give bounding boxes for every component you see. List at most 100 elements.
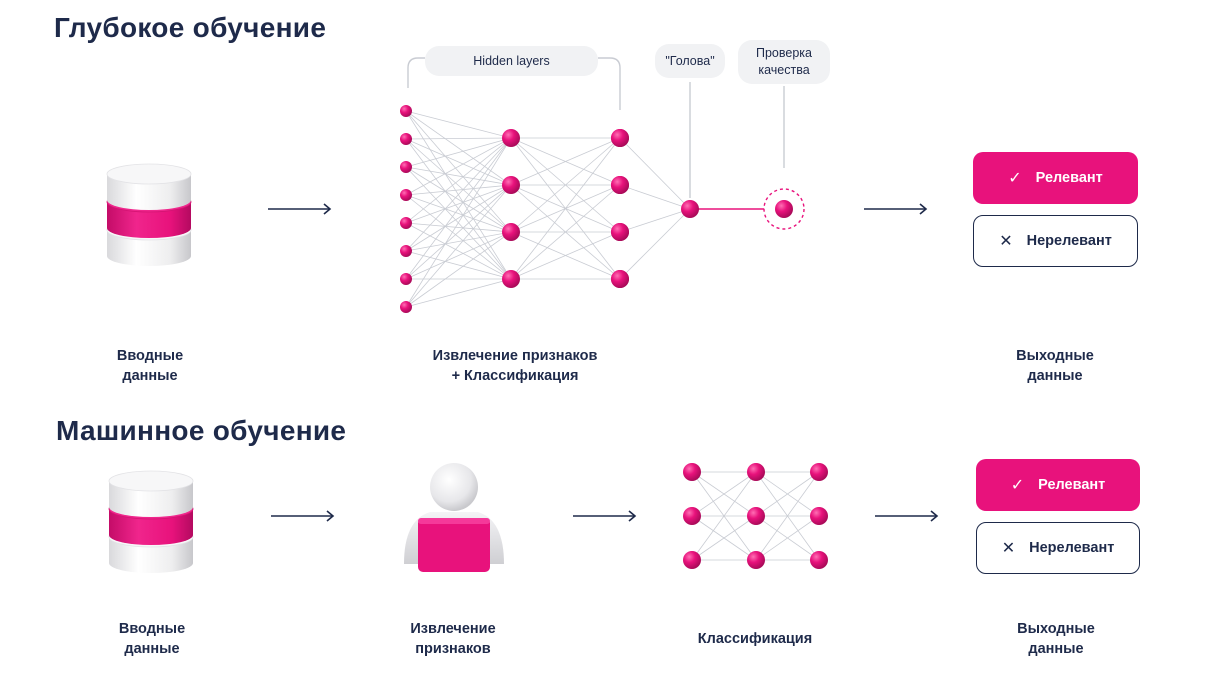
network-edge — [405, 231, 512, 308]
network-edge — [691, 515, 757, 561]
database-segment-base — [107, 218, 191, 238]
network-node — [502, 176, 520, 194]
network-node — [611, 223, 629, 241]
irrelevant-button[interactable]: ✕ Нерелевант — [973, 215, 1138, 267]
network-edge — [405, 222, 512, 233]
hidden-layers-label: Hidden layers — [425, 46, 598, 76]
ml-classify-label: Классификация — [697, 631, 813, 647]
network-edge — [405, 194, 512, 280]
relevant-button[interactable]: ✓ Релевант — [973, 152, 1138, 204]
network-node — [747, 551, 765, 569]
database-segment-top — [108, 470, 194, 492]
deep-output-label: Выходные данные — [1016, 348, 1094, 384]
database-icon — [108, 470, 194, 573]
check-icon: ✓ — [1008, 170, 1022, 187]
deep-input-label: Вводные данные — [116, 348, 184, 384]
network-edge — [405, 231, 512, 280]
irrelevant-button[interactable]: ✕ Нерелевант — [976, 522, 1140, 574]
network-node — [810, 463, 828, 481]
deep-learning-title: Глубокое обучение — [54, 12, 327, 43]
network-edge — [405, 184, 512, 224]
network-edge — [510, 184, 621, 280]
arrow-right-icon — [573, 510, 637, 522]
network-edge — [405, 137, 512, 280]
close-icon: ✕ — [1001, 540, 1016, 557]
network-node — [683, 551, 701, 569]
check-icon: ✓ — [1010, 477, 1025, 494]
network-edge — [405, 138, 512, 233]
network-edge — [510, 137, 621, 186]
network-node — [611, 129, 629, 147]
arrow-right-icon — [268, 203, 332, 215]
head-label: "Голова" — [655, 44, 725, 78]
network-node — [400, 301, 412, 313]
network-edge — [405, 184, 512, 196]
network-edge — [405, 137, 512, 308]
network-node — [400, 217, 412, 229]
network-edge — [510, 137, 621, 233]
network-node — [747, 463, 765, 481]
network-edge — [755, 471, 820, 517]
network-edge — [405, 166, 512, 186]
network-edge — [405, 137, 512, 196]
network-edge — [405, 222, 512, 280]
network-edge — [691, 471, 757, 517]
network-node — [502, 129, 520, 147]
irrelevant-label: Нерелевант — [1026, 233, 1112, 249]
network-node — [400, 161, 412, 173]
network-node — [400, 245, 412, 257]
network-edge — [619, 208, 691, 280]
database-segment-base — [109, 525, 193, 545]
database-segment-top — [106, 163, 192, 185]
quality-check-label: Проверка качества — [738, 40, 830, 84]
network-edge — [405, 137, 512, 252]
irrelevant-label: Нерелевант — [1029, 540, 1115, 556]
quality-check-node — [775, 200, 793, 218]
relevant-label: Релевант — [1038, 477, 1106, 493]
network-edge — [619, 184, 691, 210]
relevant-button[interactable]: ✓ Релевант — [976, 459, 1140, 511]
deep-neural-network — [400, 105, 691, 313]
database-icon — [106, 163, 192, 266]
network-edge — [405, 137, 512, 168]
ml-input-label: Вводные данные — [118, 621, 186, 657]
close-icon: ✕ — [999, 233, 1013, 250]
network-node — [400, 189, 412, 201]
network-node — [400, 105, 412, 117]
head-node — [681, 200, 699, 218]
network-edge — [619, 137, 691, 210]
network-node — [747, 507, 765, 525]
database-segment-base — [107, 246, 191, 266]
network-node — [810, 507, 828, 525]
network-edge — [405, 137, 512, 224]
network-edge — [405, 166, 512, 233]
network-edge — [755, 515, 820, 561]
ml-classifier-network — [683, 463, 828, 569]
database-segment-base — [109, 553, 193, 573]
network-node — [502, 270, 520, 288]
database-segment-base — [107, 190, 191, 210]
network-edge — [405, 110, 512, 233]
network-node — [400, 133, 412, 145]
network-edge — [405, 278, 512, 308]
machine-learning-title: Машинное обучение — [56, 415, 347, 446]
network-edge — [619, 208, 691, 233]
network-edge — [510, 137, 621, 280]
network-node — [611, 176, 629, 194]
arrow-right-icon — [875, 510, 939, 522]
network-edge — [405, 137, 512, 140]
network-node — [683, 507, 701, 525]
network-node — [400, 273, 412, 285]
network-edge — [755, 471, 820, 561]
network-edge — [405, 184, 512, 308]
network-edge — [405, 110, 512, 139]
network-edge — [405, 231, 512, 252]
ml-output-label: Выходные данные — [1017, 621, 1095, 657]
database-segment-base — [109, 497, 193, 517]
arrow-right-icon — [271, 510, 335, 522]
network-edge — [405, 138, 512, 186]
ml-extract-label: Извлечение признаков — [410, 621, 496, 657]
network-node — [683, 463, 701, 481]
network-node — [810, 551, 828, 569]
